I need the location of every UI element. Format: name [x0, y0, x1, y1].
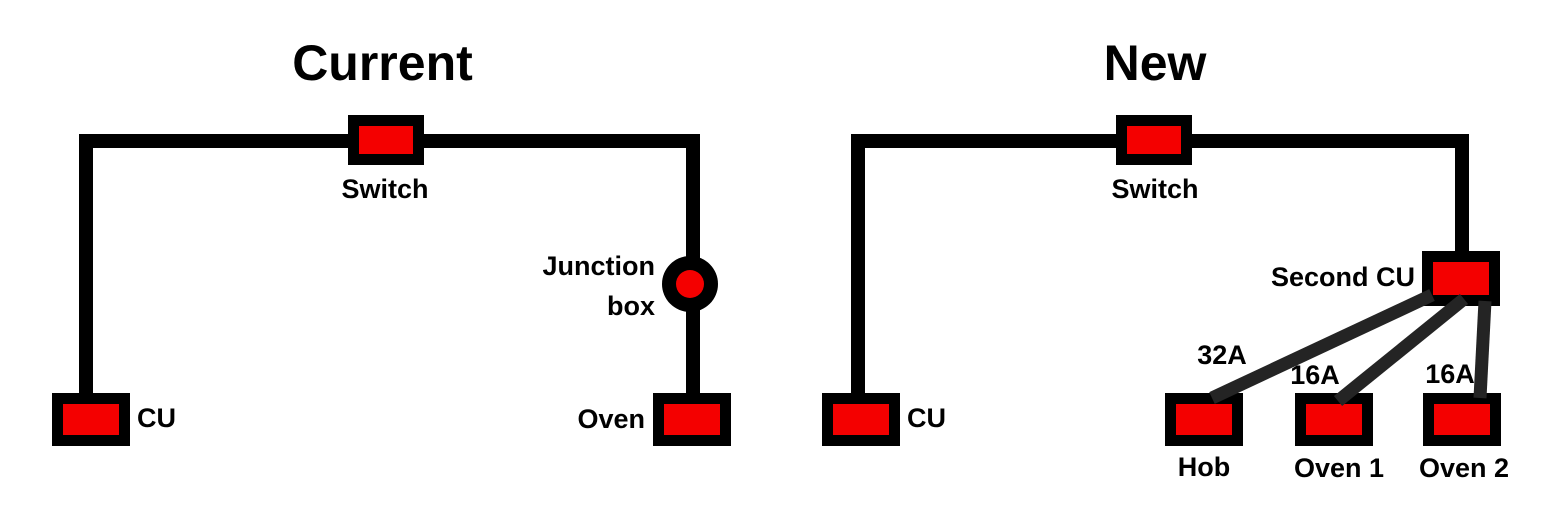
hob-box	[1165, 393, 1243, 446]
current-cu-box	[52, 393, 130, 446]
second-cu-box	[1422, 251, 1500, 306]
current-title: Current	[292, 35, 473, 91]
new-cu-label: CU	[907, 403, 946, 433]
current-left-drop-wire	[79, 134, 93, 393]
second-cu-label: Second CU	[1270, 262, 1415, 292]
hob-rating-label: 32A	[1197, 340, 1247, 370]
oven1-rating-label: 16A	[1290, 360, 1340, 390]
new-right-drop-wire	[1455, 134, 1469, 253]
junction-box-icon	[662, 256, 718, 312]
current-switch-box	[348, 115, 424, 165]
oven1-box	[1295, 393, 1373, 446]
current-oven-box	[653, 393, 731, 446]
new-left-drop-wire	[851, 134, 865, 393]
current-cu-label: CU	[137, 403, 176, 433]
new-title: New	[1103, 35, 1207, 91]
new-diagram: New Switch CU Second CU 32A 16A 16A Hob …	[780, 0, 1566, 524]
new-switch-box	[1116, 115, 1192, 165]
new-switch-label: Switch	[1111, 174, 1199, 204]
current-switch-label: Switch	[341, 174, 429, 204]
hob-label: Hob	[1177, 452, 1231, 482]
junction-box-label: Junction box	[542, 251, 656, 321]
current-diagram: Current Switch Junction box CU Oven	[0, 0, 780, 524]
oven1-label: Oven 1	[1293, 453, 1385, 483]
oven2-rating-label: 16A	[1425, 359, 1475, 389]
oven2-label: Oven 2	[1418, 453, 1510, 483]
junction-box-terminal	[676, 270, 704, 298]
oven2-box	[1423, 393, 1501, 446]
new-cu-box	[822, 393, 900, 446]
current-oven-label: Oven	[577, 404, 645, 434]
